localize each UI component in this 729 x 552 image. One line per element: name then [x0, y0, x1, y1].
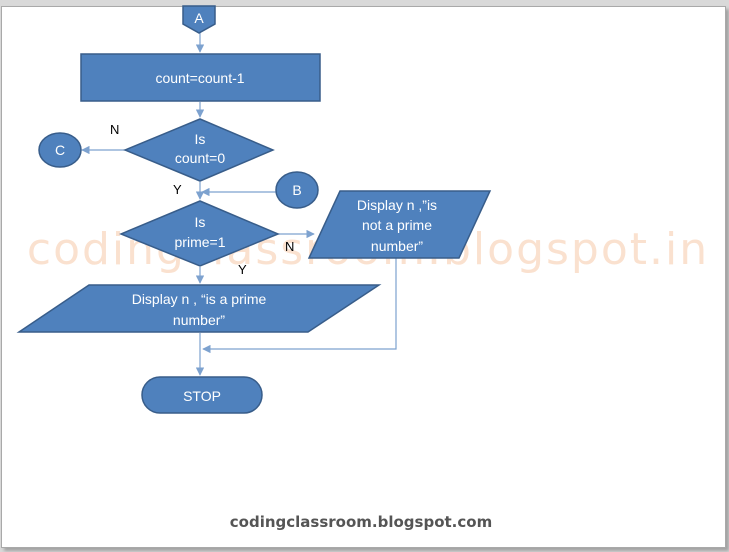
- process-decrement-box: [80, 53, 321, 102]
- output-not-prime: Display n ,”is not a prime number”: [307, 190, 492, 259]
- output-is-prime-shape: [16, 284, 382, 333]
- connector-b-label: B: [292, 182, 301, 198]
- decision-count-zero-no-label: N: [110, 122, 119, 137]
- decision-prime-check-line1: Is: [195, 214, 206, 230]
- decision-count-zero-yes-label: Y: [173, 182, 182, 197]
- decision-count-zero: Is count=0 N Y: [110, 118, 275, 197]
- decision-count-zero-diamond: [123, 118, 275, 182]
- terminal-stop-shape: [141, 376, 263, 414]
- connector-a-label: A: [194, 10, 204, 26]
- output-is-prime: Display n , “is a prime number”: [16, 284, 382, 333]
- decision-prime-check: Is prime=1 N Y: [119, 200, 294, 277]
- terminal-stop: STOP: [141, 376, 263, 414]
- arrow-not-prime-merge: [202, 258, 397, 354]
- connector-a-shape: [182, 5, 216, 34]
- connector-c: C: [38, 132, 82, 168]
- flow-connectors: [81, 32, 397, 376]
- connector-a: A: [182, 5, 216, 34]
- process-decrement-label: count=count-1: [155, 70, 244, 86]
- output-not-prime-shape: [307, 190, 492, 259]
- decision-prime-check-line2: prime=1: [175, 234, 226, 250]
- decision-prime-check-diamond: [119, 200, 280, 267]
- connector-b: B: [275, 171, 319, 209]
- output-not-prime-line2: not a prime: [362, 217, 432, 233]
- output-is-prime-line1: Display n , “is a prime: [132, 291, 267, 307]
- decision-prime-check-no-label: N: [285, 239, 294, 254]
- connector-c-label: C: [55, 142, 65, 158]
- decision-count-zero-line2: count=0: [175, 150, 225, 166]
- decision-count-zero-line1: Is: [195, 131, 206, 147]
- connector-c-circle: [38, 132, 82, 168]
- connector-b-circle: [275, 171, 319, 209]
- decision-prime-check-yes-label: Y: [238, 262, 247, 277]
- process-decrement: count=count-1: [80, 53, 321, 102]
- output-is-prime-line2: number”: [173, 312, 225, 328]
- terminal-stop-label: STOP: [183, 388, 221, 404]
- output-not-prime-line3: number”: [371, 238, 423, 254]
- footer-url: codingclassroom.blogspot.com: [230, 513, 492, 531]
- output-not-prime-line1: Display n ,”is: [357, 197, 437, 213]
